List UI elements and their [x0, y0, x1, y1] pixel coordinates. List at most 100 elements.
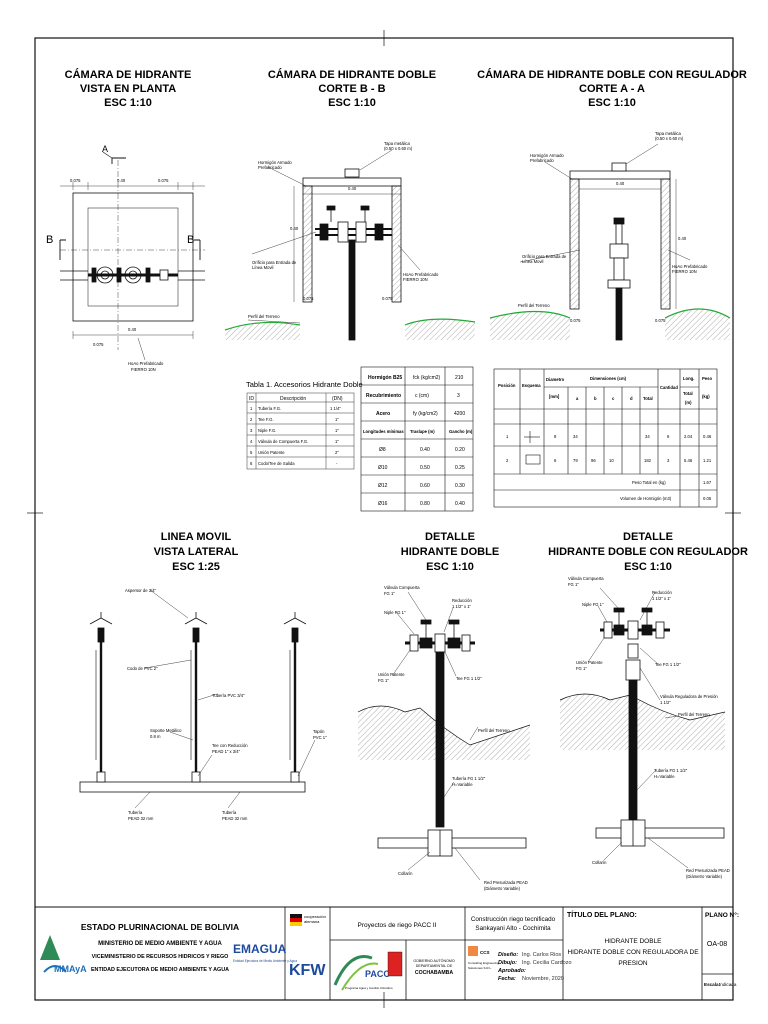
plan-dim-right: 0.075: [158, 178, 169, 183]
drawing-label: 10: [609, 458, 614, 463]
drawing-label: 6: [667, 434, 670, 439]
mobile-line-drawing: [79, 589, 316, 809]
drawing-label: CÁMARA DE HIDRANTE DOBLE CON REGULADOR: [477, 68, 747, 81]
drawing-label: Ø16: [378, 501, 388, 507]
drawing-label: Válvula de Compuerta F.G.: [258, 439, 308, 444]
drawing-label: PACC: [365, 969, 390, 979]
tb-scale-value: Indicada: [719, 982, 737, 987]
drawing-label: 0.25: [455, 465, 465, 471]
drawing-label: Ø8: [379, 447, 386, 453]
dd-nipple: Niple FG 1": [384, 610, 406, 615]
drawing-label: ESC 1:10: [624, 561, 672, 573]
dd-union-1: Unión Patente: [378, 672, 405, 677]
drawing-label: Longitudes mínimas: [363, 429, 404, 434]
drawing-label: 0.60: [420, 483, 430, 489]
drawing-label: Peso Total en (kg): [632, 480, 666, 485]
drawing-label: Recubrimiento: [366, 393, 401, 399]
drawing-label: fy (kg/cm2): [413, 411, 438, 417]
detail-double-drawing: [357, 591, 531, 881]
drawing-label: GOBIERNO AUTÓNOMO: [413, 958, 455, 963]
drawing-label: ESC 1:10: [426, 561, 474, 573]
drawing-label: c: [612, 396, 615, 401]
drawing-label: 8: [554, 434, 557, 439]
ml-cap-2: PVC 1": [313, 735, 327, 740]
drawing-label: 0.30: [455, 483, 465, 489]
bb-hoao-2: FIERRO 10N: [403, 277, 428, 282]
drawing-label: Tabla 1. Accesorios Hidrante Doble: [246, 380, 363, 389]
dr-pipe-2: H=Variable: [654, 774, 675, 779]
bb-lid-2: (0.50 x 0.60 m): [384, 146, 413, 151]
tb-plan-title-3: PRESION: [618, 960, 648, 967]
drawing-label: Tubería F.G.: [258, 406, 281, 411]
dr-pipe-1: Tubería FG 1 1/2": [654, 768, 688, 773]
aa-opening-2: Línea Movil: [522, 259, 543, 264]
drawing-label: 1.21: [703, 458, 712, 463]
drawing-label: CÁMARA DE HIDRANTE DOBLE: [268, 68, 436, 81]
section-aa-drawing: [489, 143, 731, 341]
drawing-label: 6: [250, 461, 253, 466]
drawing-label: ESC 1:10: [588, 97, 636, 109]
registration-marks: [27, 30, 741, 1008]
dd-reducer-2: 1 1/2" x 1": [452, 604, 472, 609]
dr-regulator-1: Válvula Reguladora de Presión: [660, 694, 718, 699]
drawing-label: Niple F.G.: [258, 428, 276, 433]
dr-union-2: FG 1": [576, 666, 587, 671]
drawing-label: 1: [250, 406, 253, 411]
dd-gate-valve-1: Válvula Compuerta: [384, 585, 420, 590]
drawing-label: 0.40: [420, 447, 430, 453]
emagua-logo: EMAGUA: [233, 942, 287, 956]
tb-project-1: Construcción riego tecnificado: [471, 916, 556, 923]
dd-reducer-1: Reducción: [452, 598, 472, 603]
rebar-table: Posición Esquema Diametro [mm] Dimension…: [493, 368, 718, 508]
dr-reducer-1: Reducción: [652, 590, 672, 595]
drawing-label: -: [336, 461, 338, 466]
drawing-label: (kg): [702, 394, 710, 399]
aa-dim-wall-r: 0.075: [655, 318, 666, 323]
bb-terrain: Perfil del Terreno: [248, 314, 280, 319]
aa-opening-1: Orificio para Entrada de: [522, 254, 567, 259]
bb-dim-wall-r: 0.075: [382, 296, 393, 301]
drawing-label: Descripción: [280, 396, 306, 402]
ml-support-2: 0.8 m: [150, 734, 161, 739]
drawing-label: Volumen de Hormigón (m3): [620, 496, 672, 501]
tb-ministry: MINISTERIO DE MEDIO AMBIENTE Y AGUA: [98, 941, 222, 947]
drawing-label: Tee F.G.: [258, 417, 274, 422]
aa-dim-height: 0.40: [678, 236, 687, 241]
drawing-label: 3: [250, 428, 253, 433]
bb-opening-2: Línea Movil: [252, 265, 273, 270]
section-bb-drawing: [224, 149, 476, 341]
dd-terrain: Perfil del Terreno: [478, 728, 510, 733]
dd-network-2: (Diámetro Variable): [484, 886, 521, 891]
drawing-label: 34: [573, 434, 578, 439]
plan-cut-left: B: [46, 234, 53, 246]
drawing-label: ESC 1:10: [104, 97, 152, 109]
drawing-label: Ø12: [378, 483, 388, 489]
tb-design-value: Ing. Carlos Rios: [522, 952, 561, 958]
drawing-label: 1.67: [703, 480, 712, 485]
tb-approved-label: Aprobado:: [497, 968, 526, 974]
drawing-label: 0.80: [420, 501, 430, 507]
aa-concrete-2: Prefabricado: [530, 158, 554, 163]
title-block: MMAyA ESTADO PLURINACIONAL DE BOLIVIA MI…: [35, 906, 739, 1000]
plan-dim-side: 0.075: [93, 342, 104, 347]
drawing-label: LINEA MOVIL: [161, 531, 232, 543]
drawing-label: 4: [250, 439, 253, 444]
tb-plan-no-label: PLANO N°:: [705, 911, 739, 919]
drawing-label: 210: [455, 375, 464, 381]
tb-entity: ENTIDAD EJECUTORA DE MEDIO AMBIENTE Y AG…: [91, 967, 229, 973]
drawing-label: Gancho (m): [449, 429, 473, 434]
dd-pipe-1: Tubería FG 1 1/2": [452, 776, 486, 781]
dr-network-1: Red Presurizada PEAD: [686, 868, 730, 873]
aa-hoao-1: HoAo Prefabricado: [672, 264, 708, 269]
drawing-label: Long.: [683, 376, 694, 381]
tb-date-label: Fecha:: [498, 976, 516, 982]
tb-plan-title-2: HIDRANTE DOBLE CON REGULADORA DE: [567, 949, 699, 956]
drawing-label: CORTE A - A: [579, 83, 645, 95]
tb-plan-title-label: TÍTULO DEL PLANO:: [567, 910, 637, 919]
aa-terrain: Perfil del Terreno: [518, 303, 550, 308]
tb-state: ESTADO PLURINACIONAL DE BOLIVIA: [81, 922, 239, 932]
ml-pead-right-1: Tubería: [222, 810, 237, 815]
drawing-label: Total: [683, 391, 693, 396]
drawing-label: Consulting Engineering: [468, 961, 499, 965]
drawing-label: Dimensiones (cm): [590, 376, 627, 381]
